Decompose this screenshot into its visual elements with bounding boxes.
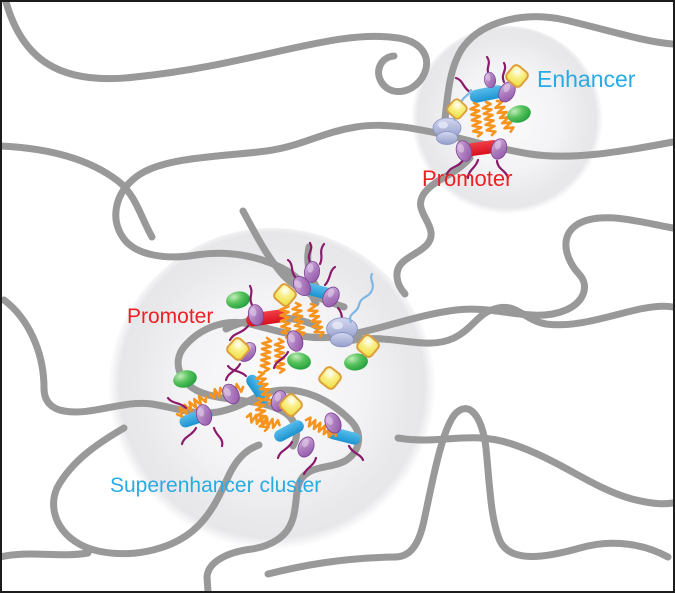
- disordered-tail-icon: [454, 76, 472, 94]
- disordered-tail-icon: [180, 426, 198, 446]
- disordered-tail-icon: [272, 350, 290, 370]
- disordered-tail-icon: [226, 364, 248, 378]
- disordered-tail-icon: [445, 158, 465, 176]
- disordered-tail-icon: [302, 456, 318, 476]
- disordered-tail-icon: [228, 324, 250, 342]
- chromatin-fiber-icon: [394, 434, 675, 508]
- disordered-tail-icon: [347, 444, 365, 462]
- chromatin-fiber-icon: [0, 296, 363, 593]
- disordered-tails: [445, 55, 510, 180]
- disordered-tail-icon: [318, 242, 326, 266]
- chromatin-fiber-icon: [393, 154, 474, 298]
- enhancer-element-icon: [469, 85, 505, 103]
- disordered-tail-icon: [501, 61, 507, 84]
- disordered-tail-icon: [166, 396, 188, 410]
- superenhancer-cluster-label: Superenhancer cluster: [110, 474, 321, 497]
- chromatin-fiber-icon: [0, 142, 156, 241]
- disordered-tail-icon: [276, 440, 294, 460]
- rna-polymerase-icon: [432, 117, 462, 145]
- disordered-tail-icon: [323, 265, 337, 287]
- chromatin-fiber-icon: [0, 549, 92, 561]
- chromatin-fiber-icon: [2, 0, 430, 95]
- enhancer-label: Enhancer: [537, 66, 636, 92]
- superenhancer-complex: [166, 241, 382, 476]
- rna-polymerase-icon: [326, 317, 358, 348]
- disordered-tails: [166, 241, 365, 476]
- enhancer-element-icon: [246, 374, 270, 404]
- disordered-tail-icon: [286, 258, 298, 280]
- enhancer-promoter-complex: [432, 55, 533, 180]
- rna-transcript-icon: [349, 272, 374, 324]
- disordered-tail-icon: [495, 159, 510, 180]
- chromatin-fiber-icon: [50, 424, 263, 558]
- disordered-tail-icon: [212, 426, 224, 448]
- disordered-tail-icon: [307, 241, 313, 264]
- disordered-tail-icon: [248, 284, 254, 307]
- chromatin-fiber-icon: [344, 302, 675, 347]
- chromatin-fiber-icon: [439, 13, 675, 141]
- disordered-tail-icon: [466, 158, 480, 180]
- promoter-label-cluster: Promoter: [127, 305, 213, 328]
- enhancer-element-icon: [274, 420, 304, 442]
- chromatin-fiber-icon: [264, 405, 672, 578]
- disordered-tail-icon: [224, 362, 242, 382]
- promoter-label-top: Promoter: [422, 166, 512, 191]
